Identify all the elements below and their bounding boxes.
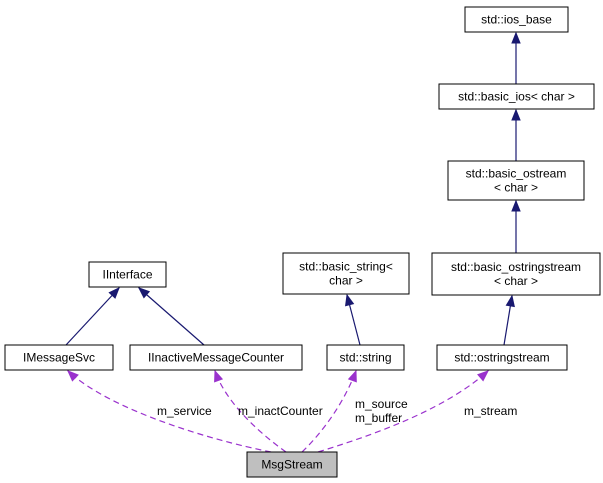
class-node-label: std::string: [339, 351, 391, 365]
edges-layer: [65, 31, 521, 453]
class-node-label: MsgStream: [261, 458, 322, 472]
class-node-string[interactable]: std::string: [326, 344, 405, 371]
class-node-label: std::basic_ostream: [466, 167, 567, 181]
edge-label-iinactive: m_inactCounter: [238, 404, 323, 418]
class-node-box: [438, 83, 595, 110]
inheritance-arrowhead-icon: [511, 108, 521, 121]
usage-edge-msgstream-to-iinactive: [214, 370, 287, 453]
class-node-label: std::basic_ostringstream: [451, 260, 581, 274]
class-node-label: std::basic_string<: [299, 260, 393, 274]
class-node-box: [4, 344, 114, 371]
class-node-basic_string[interactable]: std::basic_string<char >: [282, 252, 410, 295]
edge-label-line: m_stream: [464, 404, 517, 418]
usage-arrowhead-icon: [347, 369, 357, 383]
usage-arrowhead-icon: [477, 370, 490, 382]
class-node-label: IInterface: [102, 268, 152, 282]
edge-label-line: m_buffer: [355, 411, 402, 425]
class-node-basic_ostream[interactable]: std::basic_ostream< char >: [447, 160, 585, 201]
inheritance-arrowhead-icon: [108, 287, 120, 299]
usage-arrowhead-icon: [67, 370, 79, 382]
inheritance-arrowhead-icon: [345, 293, 355, 307]
usage-arrowhead-icon: [214, 369, 224, 383]
class-node-label: < char >: [494, 181, 538, 195]
inheritance-arrowhead-icon: [505, 294, 515, 308]
inheritance-edge-imessagesvc-to-iinterface: [65, 287, 120, 346]
class-node-ostringstream[interactable]: std::ostringstream: [436, 344, 568, 371]
edge-label-imessagesvc: m_service: [157, 404, 212, 418]
class-node-iinactive[interactable]: IInactiveMessageCounter: [129, 344, 303, 371]
class-node-label: char >: [329, 274, 363, 288]
class-node-box: [464, 6, 569, 33]
inheritance-edge-iinactive-to-iinterface: [138, 287, 205, 346]
edge-label-line: m_service: [157, 404, 212, 418]
class-node-msgstream[interactable]: MsgStream: [246, 451, 338, 478]
class-node-ios_base[interactable]: std::ios_base: [464, 6, 569, 33]
class-node-basic_ios[interactable]: std::basic_ios< char >: [438, 83, 595, 110]
usage-edge-msgstream-to-imessagesvc: [67, 370, 272, 453]
class-node-box: [282, 252, 410, 295]
class-node-box: [447, 160, 585, 201]
inheritance-arrowhead-icon: [137, 287, 151, 299]
edge-label-ostringstream: m_stream: [464, 404, 517, 418]
edge-label-line: m_source: [355, 397, 408, 411]
class-node-box: [431, 252, 601, 296]
class-node-imessagesvc[interactable]: IMessageSvc: [4, 344, 114, 371]
class-node-box: [326, 344, 405, 371]
class-node-label: std::basic_ios< char >: [458, 90, 575, 104]
class-node-label: IMessageSvc: [23, 351, 95, 365]
edge-label-line: m_inactCounter: [238, 404, 323, 418]
class-node-box: [436, 344, 568, 371]
class-node-box: [246, 451, 338, 478]
class-node-label: std::ios_base: [481, 13, 552, 27]
class-node-label: < char >: [494, 274, 538, 288]
class-node-box: [129, 344, 303, 371]
class-node-box: [88, 261, 167, 288]
class-node-basic_ostringstream[interactable]: std::basic_ostringstream< char >: [431, 252, 601, 296]
class-node-label: std::ostringstream: [454, 351, 549, 365]
usage-edge-msgstream-to-ostringstream: [317, 370, 489, 453]
class-node-iinterface[interactable]: IInterface: [88, 261, 167, 288]
class-node-label: IInactiveMessageCounter: [148, 351, 284, 365]
inheritance-arrowhead-icon: [511, 31, 521, 44]
inheritance-arrowhead-icon: [511, 199, 521, 212]
